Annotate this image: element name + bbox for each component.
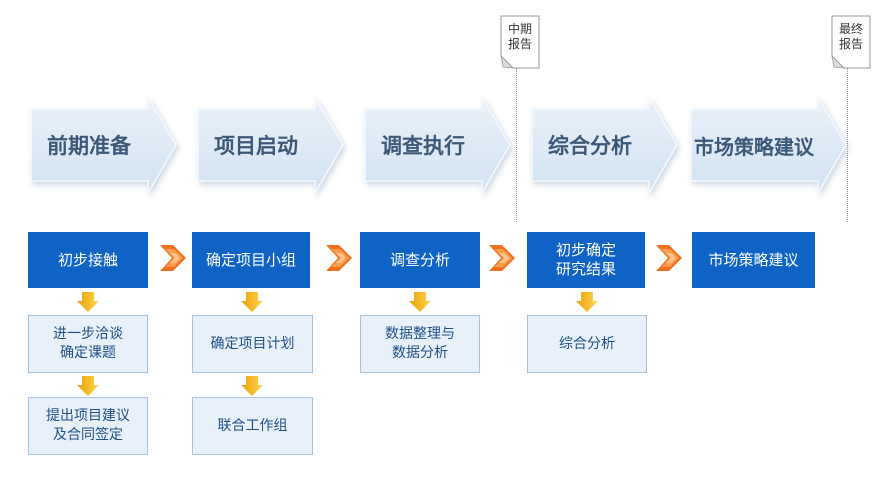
secondary-step-label: 综合分析 — [559, 335, 615, 352]
chevron-right-icon — [489, 245, 516, 271]
stage-chevron-1: 前期准备 — [30, 95, 178, 195]
primary-step-label: 市场策略建议 — [708, 250, 799, 269]
final-report-note: 最终报告 — [831, 15, 871, 69]
down-arrow-icon — [409, 292, 431, 312]
primary-step-box-3: 调查分析 — [360, 232, 480, 288]
secondary-step-box-3: 数据整理与 数据分析 — [360, 315, 480, 373]
primary-step-box-1: 初步接触 — [28, 232, 148, 288]
stage-chevron-5: 市场策略建议 — [690, 95, 848, 195]
stage-label: 调查执行 — [381, 134, 465, 158]
secondary-step-label: 确定课题 — [60, 345, 116, 361]
secondary-step-label: 数据分析 — [392, 345, 448, 361]
stage-arrow-shape-icon — [364, 95, 511, 195]
secondary-step-label: 数据整理与 — [385, 326, 455, 342]
primary-step-label: 确定项目小组 — [205, 250, 296, 269]
secondary-step-label: 进一步洽谈 — [53, 326, 123, 342]
stage-arrow-shape-icon — [531, 95, 678, 195]
tertiary-step-label: 及合同签定 — [53, 427, 123, 443]
down-arrow-icon — [77, 292, 99, 312]
stage-label: 市场策略建议 — [694, 134, 814, 159]
secondary-step-label: 确定项目计划 — [210, 335, 295, 352]
secondary-step-box-4: 综合分析 — [527, 315, 647, 373]
stage-chevron-2: 项目启动 — [197, 95, 345, 195]
stage-arrow-shape-icon — [197, 95, 344, 195]
primary-step-label: 初步确定 — [555, 241, 616, 259]
down-arrow-icon — [241, 292, 263, 312]
tertiary-step-label: 联合工作组 — [217, 417, 288, 434]
chevron-right-icon — [326, 245, 353, 271]
primary-step-box-2: 确定项目小组 — [192, 232, 310, 288]
primary-step-box-5: 市场策略建议 — [692, 232, 815, 288]
stage-chevron-3: 调查执行 — [364, 95, 512, 195]
primary-step-box-4: 初步确定 研究结果 — [527, 232, 645, 288]
secondary-step-box-1: 进一步洽谈 确定课题 — [28, 315, 148, 373]
midterm-report-note: 中期报告 — [500, 15, 540, 69]
down-arrow-icon — [576, 292, 598, 312]
note-label: 最终报告 — [838, 22, 863, 51]
primary-step-label: 调查分析 — [389, 250, 450, 269]
tertiary-step-box-1: 提出项目建议 及合同签定 — [28, 397, 148, 455]
chevron-right-icon — [656, 245, 683, 271]
note-label: 中期报告 — [507, 22, 532, 51]
stage-label: 前期准备 — [47, 134, 131, 158]
document-icon — [500, 15, 540, 69]
midterm-dotted-connector — [516, 68, 517, 222]
down-arrow-icon — [77, 376, 99, 396]
stage-chevron-4: 综合分析 — [531, 95, 679, 195]
tertiary-step-box-2: 联合工作组 — [192, 397, 313, 455]
primary-step-label: 初步接触 — [57, 250, 118, 269]
primary-step-label: 研究结果 — [555, 260, 616, 278]
stage-arrow-shape-icon — [30, 95, 177, 195]
stage-label: 综合分析 — [548, 134, 632, 158]
down-arrow-icon — [241, 376, 263, 396]
stage-label: 项目启动 — [214, 134, 298, 158]
chevron-right-icon — [160, 245, 187, 271]
stage-arrow-shape-icon — [690, 95, 847, 195]
tertiary-step-label: 提出项目建议 — [46, 408, 130, 424]
final-dotted-connector — [847, 68, 848, 222]
document-icon — [831, 15, 871, 69]
secondary-step-box-2: 确定项目计划 — [192, 315, 313, 373]
